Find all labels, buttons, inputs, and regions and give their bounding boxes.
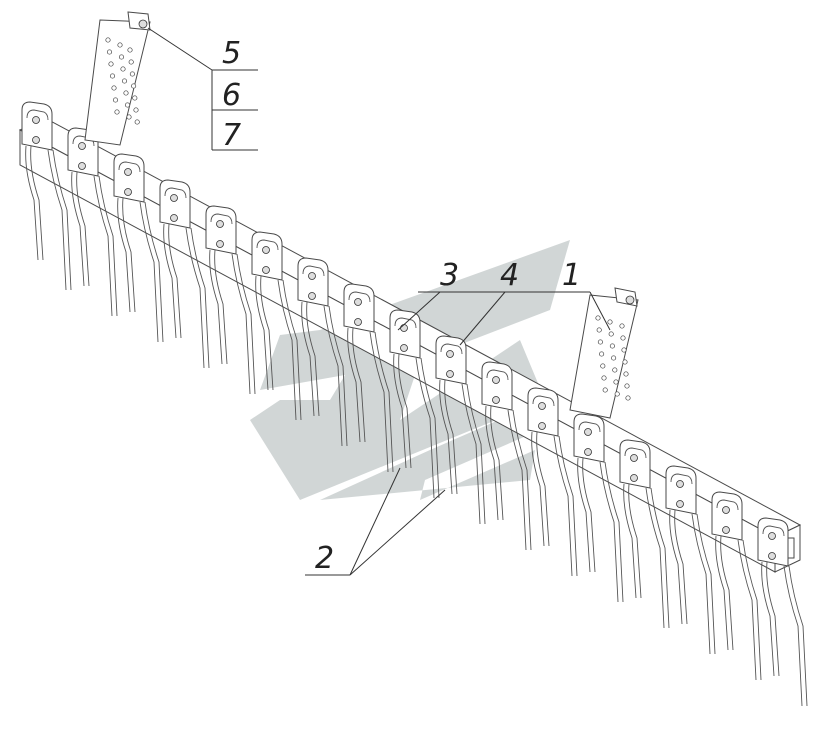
tine-group	[481, 361, 532, 551]
bracket-hole	[612, 367, 618, 373]
right-bracket-holes	[595, 315, 631, 401]
bracket-hole	[132, 95, 138, 101]
bracket-hole	[607, 319, 613, 325]
tine-group	[297, 257, 348, 447]
bracket-hole	[595, 315, 601, 321]
bracket-hole	[133, 107, 139, 113]
tine-group	[251, 231, 302, 421]
bracket-hole	[611, 355, 617, 361]
bracket-hole	[123, 90, 129, 96]
bracket-hole	[112, 97, 119, 103]
left-bracket-holes	[105, 37, 140, 125]
bracket-hole	[623, 371, 629, 377]
bracket-hole	[620, 335, 626, 341]
tine-group	[527, 387, 578, 577]
bracket-hole	[114, 109, 120, 115]
callout-label-3: 3	[440, 258, 459, 293]
tine-groups	[21, 101, 808, 707]
bracket-hole	[118, 54, 125, 60]
bracket-hole	[597, 339, 603, 345]
bracket-hole	[602, 387, 608, 393]
tine-group	[159, 179, 210, 369]
tine-group	[757, 517, 808, 707]
bracket-hole	[106, 49, 113, 55]
bracket-hole	[625, 395, 631, 401]
tine-group	[205, 205, 256, 395]
left-hitch-bracket	[84, 11, 151, 146]
bracket-hole	[126, 114, 132, 120]
tine-group	[21, 101, 72, 291]
bracket-hole	[608, 331, 614, 337]
bracket-hole	[127, 47, 133, 53]
callout-3-4-1: 3 4 1	[397, 258, 611, 346]
tine-group	[435, 335, 486, 525]
bracket-hole	[600, 363, 606, 369]
bracket-hole	[596, 327, 602, 333]
bracket-hole	[624, 383, 630, 389]
callout-label-6: 6	[222, 78, 241, 113]
bracket-hole	[120, 66, 126, 72]
tine-group	[711, 491, 762, 681]
bracket-hole	[619, 323, 625, 329]
callout-label-1: 1	[562, 258, 581, 293]
tine-group	[573, 413, 624, 603]
tine-group	[665, 465, 716, 655]
bracket-hole	[111, 85, 117, 91]
bracket-hole	[117, 42, 123, 48]
bracket-hole	[105, 37, 111, 43]
bracket-hole	[131, 83, 137, 89]
bracket-hole	[621, 347, 627, 353]
bracket-hole	[121, 78, 128, 84]
callout-label-4: 4	[500, 258, 519, 293]
tine-group	[343, 283, 394, 473]
bracket-hole	[109, 73, 116, 79]
callout-label-7: 7	[222, 118, 241, 153]
callout-label-2: 2	[315, 541, 334, 576]
tine-group	[113, 153, 164, 343]
bracket-hole	[622, 359, 628, 365]
callout-5-6-7-box: 5 6 7	[147, 27, 258, 153]
bracket-hole	[124, 102, 131, 108]
bracket-hole	[129, 71, 135, 77]
callout-label-5: 5	[222, 36, 241, 71]
bracket-hole	[108, 61, 114, 67]
bracket-hole	[613, 379, 619, 385]
watermark-bars-shape	[320, 400, 545, 500]
tine-group	[389, 309, 440, 499]
bracket-hole	[128, 59, 134, 65]
bracket-hole	[609, 343, 615, 349]
tine-group	[619, 439, 670, 629]
bracket-hole	[614, 391, 620, 397]
callout-2: 2	[305, 467, 446, 576]
bracket-hole	[599, 351, 605, 357]
bracket-hole	[601, 375, 607, 381]
bracket-hole	[134, 119, 140, 125]
